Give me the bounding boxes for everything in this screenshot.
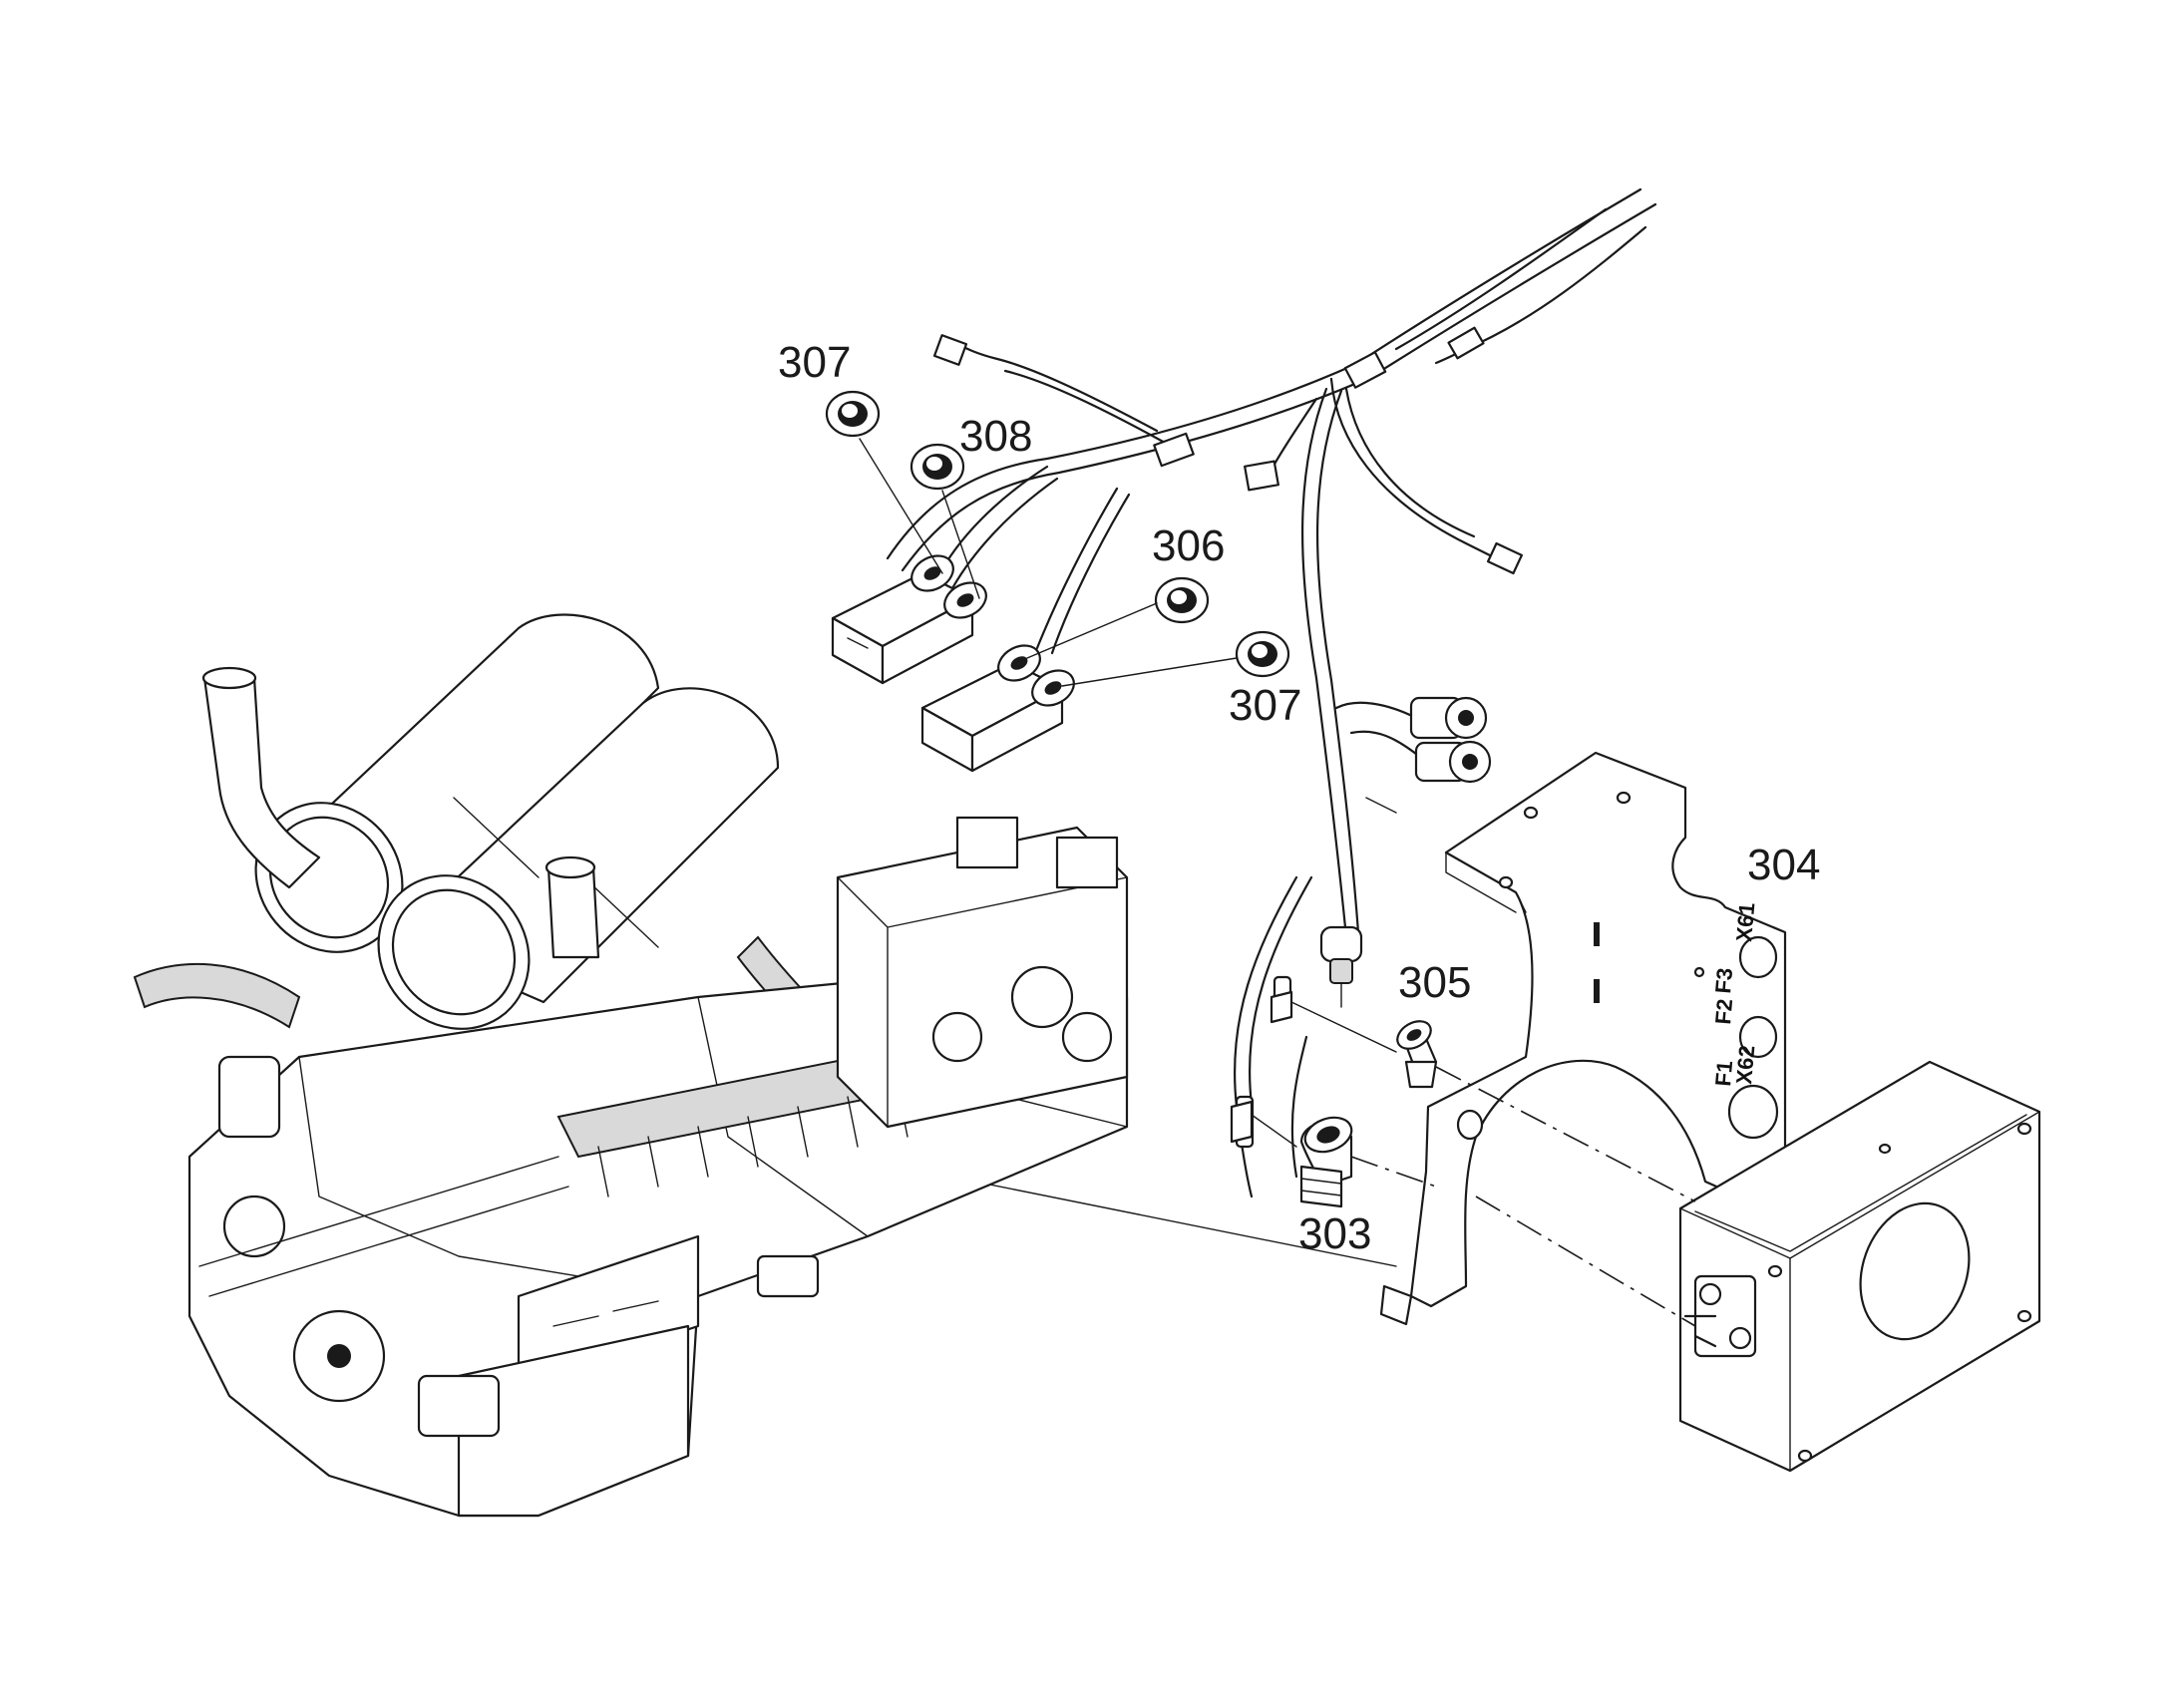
bracket-label-f2: F2 bbox=[1710, 998, 1737, 1026]
callout-307-bottom: 307 bbox=[1229, 681, 1301, 730]
sensor-plug bbox=[1319, 925, 1363, 1008]
seal-307-bottom bbox=[1235, 630, 1290, 678]
fitting-305 bbox=[1396, 1020, 1438, 1089]
seal-308 bbox=[909, 443, 965, 491]
seal-306 bbox=[1154, 576, 1210, 624]
bracket-label-x62: X62 bbox=[1731, 1044, 1759, 1085]
bracket-label-f3: F3 bbox=[1710, 967, 1737, 995]
callout-308: 308 bbox=[959, 412, 1032, 461]
elbow-fitting-303 bbox=[1299, 1116, 1353, 1208]
bracket-label-f1: F1 bbox=[1710, 1060, 1737, 1088]
control-box bbox=[1678, 1060, 2041, 1473]
connector-block-lower bbox=[920, 644, 1075, 773]
callout-303: 303 bbox=[1298, 1209, 1371, 1258]
callout-307-top: 307 bbox=[778, 338, 851, 387]
harness-clips bbox=[1230, 990, 1397, 1148]
callout-labels: 307 308 306 307 304 305 303 bbox=[778, 338, 1820, 1258]
engine-assembly bbox=[133, 613, 1129, 1518]
seal-307-top bbox=[825, 390, 881, 438]
double-plug-connector bbox=[1409, 696, 1492, 784]
callout-304: 304 bbox=[1747, 841, 1820, 889]
bracket-label-x61: X61 bbox=[1731, 901, 1759, 942]
alignment-lines bbox=[1350, 1066, 1696, 1327]
callout-305: 305 bbox=[1398, 958, 1471, 1007]
connector-block-upper bbox=[831, 554, 987, 685]
callout-306: 306 bbox=[1152, 521, 1225, 570]
mounting-bracket-304: X61 F3 F2 F1 X62 bbox=[1379, 751, 1787, 1326]
